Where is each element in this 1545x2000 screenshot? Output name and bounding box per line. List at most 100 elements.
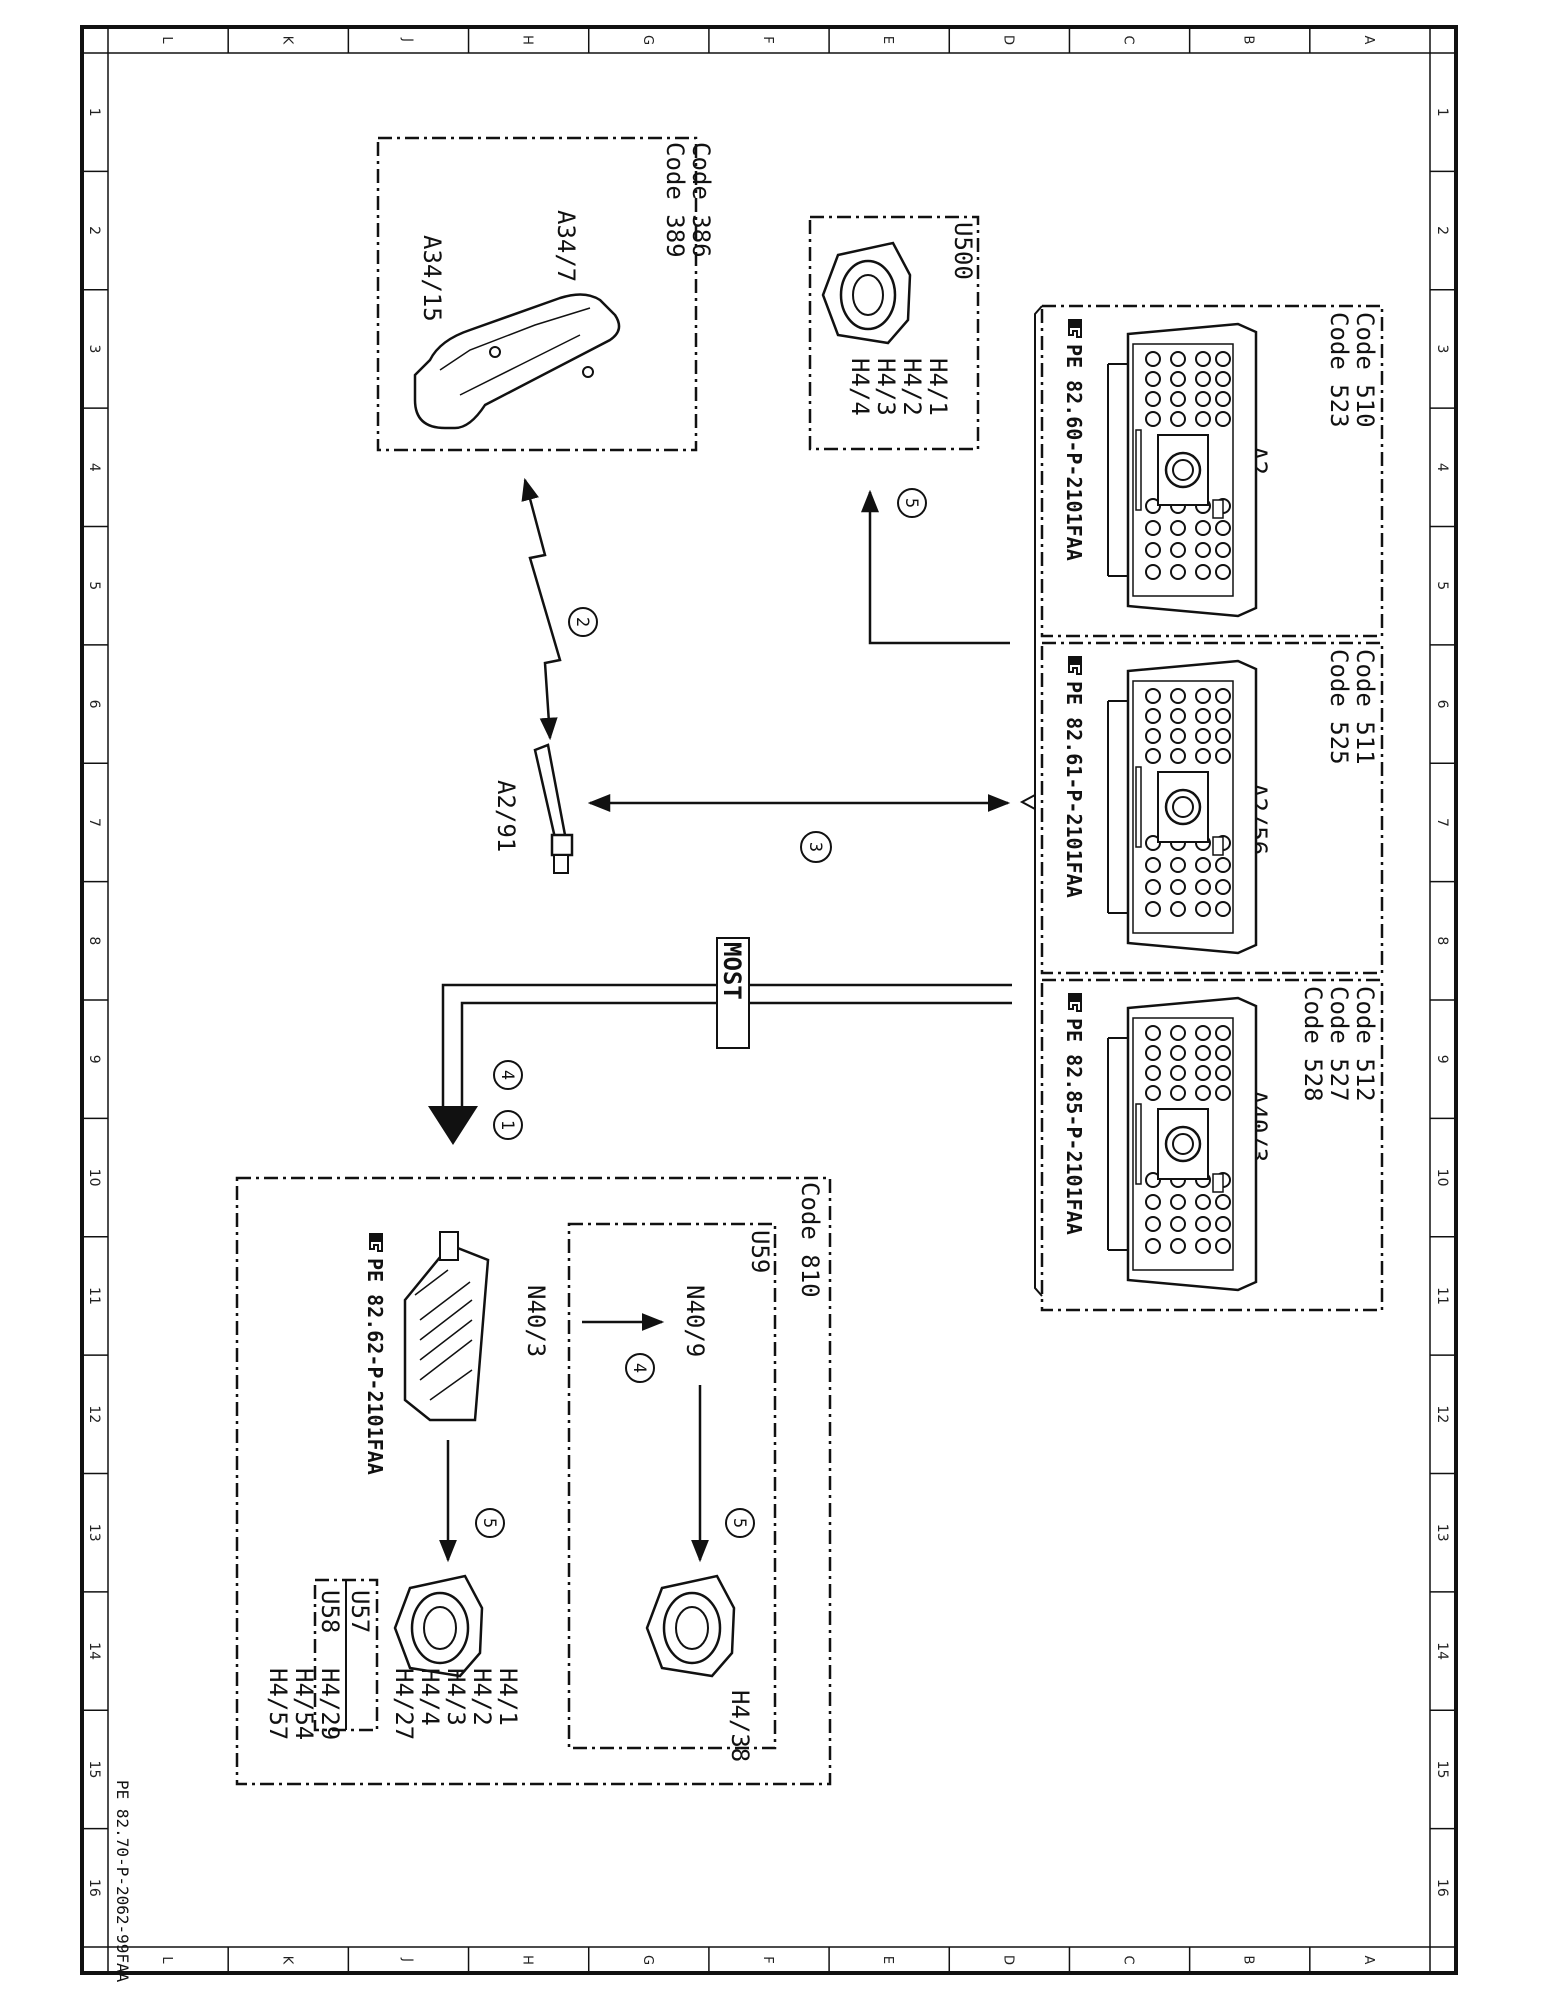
speaker-h4-38-label: H4/38: [726, 1690, 754, 1762]
code-label: Code 525: [1325, 649, 1353, 765]
zone-letter-label: A: [1361, 36, 1376, 45]
zone-letter-label: K: [279, 1956, 294, 1965]
code-810-label: Code 810: [796, 1182, 824, 1298]
svg-text:5: 5: [479, 1518, 499, 1528]
code-label: Code 511: [1351, 649, 1379, 765]
zone-number-label: 1: [86, 108, 102, 117]
step-5-circle-amp: 5: [475, 1508, 505, 1538]
zone-number-label: 14: [1434, 1642, 1450, 1660]
zone-letter-label: C: [1121, 35, 1136, 44]
zone-letter-label: E: [880, 1956, 895, 1964]
zone-number-label: 14: [86, 1642, 102, 1660]
zone-grid: [82, 27, 1456, 1973]
amplifier-box: Code 810 N40/3 PE 82.62-P-2101FAA 5 H4/1…: [235, 1176, 832, 1786]
svg-text:H4/1: H4/1: [494, 1668, 522, 1726]
code-label: Code 528: [1299, 986, 1327, 1102]
svg-text:1: 1: [497, 1120, 517, 1130]
zone-number-label: 2: [1434, 226, 1450, 235]
head-unit-box: [1040, 304, 1384, 638]
svg-text:4: 4: [497, 1070, 517, 1080]
radio-unit-icon: [1107, 996, 1258, 1292]
radio-unit-icon: [1107, 322, 1258, 618]
phone-cradle-icon: [413, 293, 621, 430]
zone-number-label: 9: [1434, 1055, 1450, 1064]
zone-letter-label: J: [399, 1957, 414, 1962]
amplifier-n40-3-label: N40/3: [522, 1285, 550, 1357]
svg-text:H4/4: H4/4: [416, 1668, 444, 1726]
step-5-circle-u59: 5: [725, 1508, 755, 1538]
step-3-circle: 3: [800, 831, 832, 863]
svg-text:H4/3: H4/3: [442, 1668, 470, 1726]
zone-number-label: 2: [86, 226, 102, 235]
speaker-h4-57-label: H4/57: [264, 1668, 292, 1740]
zone-number-label: 7: [1434, 818, 1450, 827]
head-unit-box: [1040, 978, 1384, 1312]
svg-text:H4/27: H4/27: [390, 1668, 418, 1740]
code-389-label: Code 389: [661, 142, 689, 258]
zone-number-label: 8: [86, 936, 102, 945]
step-4-circle-most: 4: [493, 1060, 523, 1090]
zone-number-label: 6: [1434, 700, 1450, 709]
zone-letter-label: K: [279, 36, 294, 45]
zone-number-label: 13: [1434, 1524, 1450, 1542]
u58-label: U58: [316, 1590, 344, 1633]
zone-number-label: 15: [1434, 1761, 1450, 1779]
speaker-icon: [821, 241, 912, 345]
zone-number-label: 10: [1434, 1169, 1450, 1187]
u59-title: U59: [746, 1230, 774, 1273]
zone-number-label: 1: [1434, 108, 1450, 117]
most-bus-line: [441, 983, 1012, 1108]
zone-number-label: 15: [86, 1761, 102, 1779]
zone-letter-label: B: [1241, 36, 1256, 45]
radio-unit-icon: [1107, 659, 1258, 955]
head-unit-ref-label: PE 82.61-P-2101FAA: [1062, 681, 1086, 898]
zone-letter-label: G: [640, 1955, 655, 1965]
svg-text:2: 2: [572, 617, 592, 627]
zone-letter-label: A: [1361, 1956, 1376, 1965]
connector-headunit-u500: [861, 489, 1010, 645]
antenna-label: A2/91: [492, 780, 520, 852]
zone-letter-label: F: [760, 1956, 775, 1963]
svg-text:PE 82.62-P-2101FAA: PE 82.62-P-2101FAA: [363, 1258, 387, 1475]
speaker-icon: [645, 1574, 736, 1678]
svg-text:4: 4: [629, 1363, 649, 1373]
u57-label: U57: [346, 1590, 374, 1633]
zone-letter-label: G: [640, 35, 655, 45]
step-5-circle-u500: 5: [897, 488, 927, 518]
zone-number-label: 6: [86, 700, 102, 709]
zone-number-label: 3: [1434, 344, 1450, 353]
zone-number-label: 10: [86, 1169, 102, 1187]
zone-letter-label: B: [1241, 1956, 1256, 1965]
reference-hand-icon: [1067, 655, 1083, 675]
most-bus-arrowhead: [428, 1106, 478, 1145]
svg-text:5: 5: [901, 498, 921, 508]
zone-number-label: 3: [86, 344, 102, 353]
most-bus-label: MOST: [716, 937, 750, 1049]
speaker-h4-3-label: H4/3: [872, 358, 900, 416]
code-label: Code 512: [1351, 986, 1379, 1102]
amplifier-ref: PE 82.62-P-2101FAA: [363, 1232, 387, 1475]
speaker-list-main: H4/1 H4/2 H4/3 H4/4 H4/27: [390, 1668, 522, 1740]
zone-letter-label: F: [760, 36, 775, 43]
zone-number-label: 7: [86, 818, 102, 827]
reference-hand-icon: [1067, 318, 1083, 338]
speaker-icon: [393, 1574, 484, 1678]
reference-hand-icon: [1067, 992, 1083, 1012]
zone-number-label: 11: [1434, 1287, 1450, 1305]
n40-9-label: N40/9: [681, 1285, 709, 1357]
reference-hand-icon: [368, 1232, 384, 1252]
head-unit-ref-label: PE 82.85-P-2101FAA: [1062, 1018, 1086, 1235]
zone-letter-label: H: [520, 1955, 535, 1965]
zone-letter-label: L: [159, 36, 174, 44]
zone-letter-label: H: [520, 35, 535, 45]
svg-text:3: 3: [805, 842, 825, 852]
step-1-circle: 1: [493, 1110, 523, 1140]
zone-number-label: 9: [86, 1055, 102, 1064]
zone-letter-label: L: [159, 1956, 174, 1964]
